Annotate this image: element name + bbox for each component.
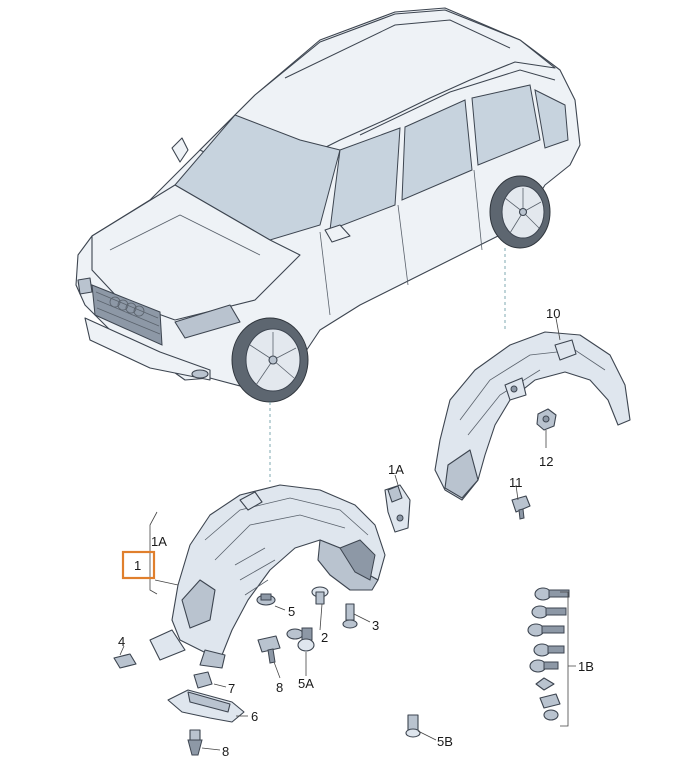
label-10: 10 <box>546 306 560 321</box>
bracket-1a <box>384 484 411 533</box>
bracket-1b-brace <box>560 591 576 727</box>
part-8-screw-mid <box>257 635 281 664</box>
part-3-bolt <box>342 603 358 629</box>
part-5-clip <box>256 593 276 606</box>
highlight-box <box>121 550 156 580</box>
part-11-screw <box>511 495 531 520</box>
label-3: 3 <box>372 618 379 633</box>
label-6: 6 <box>251 709 258 724</box>
part-1b-fastener-set <box>527 587 570 721</box>
label-1b: 1B <box>578 659 594 674</box>
part-5a-clip <box>286 627 315 652</box>
front-wheel-housing-liner <box>149 484 386 669</box>
label-1a-top: 1A <box>388 462 404 477</box>
part-8-screw-bottom <box>187 729 203 756</box>
part-2-clip <box>311 586 329 605</box>
label-1a-left: 1A <box>151 534 167 549</box>
part-6-bracket <box>167 689 245 723</box>
part-5b-clip <box>405 714 421 738</box>
part-4-nut <box>113 653 137 669</box>
label-8-bottom: 8 <box>222 744 229 759</box>
label-12: 12 <box>539 454 553 469</box>
label-5a: 5A <box>298 676 314 691</box>
label-5b: 5B <box>437 734 453 749</box>
label-7: 7 <box>228 681 235 696</box>
part-12-nut <box>536 408 557 431</box>
label-8-mid: 8 <box>276 680 283 695</box>
rear-wheel-housing-liner <box>434 331 631 501</box>
part-7-clip <box>193 671 213 689</box>
leader-lines <box>119 317 561 751</box>
label-2: 2 <box>321 630 328 645</box>
label-4: 4 <box>118 634 125 649</box>
label-1: 1 <box>134 558 141 573</box>
bracket-1a-left-brace <box>149 511 158 595</box>
car-illustration <box>75 7 581 403</box>
label-11: 11 <box>509 475 523 490</box>
label-5: 5 <box>288 604 295 619</box>
